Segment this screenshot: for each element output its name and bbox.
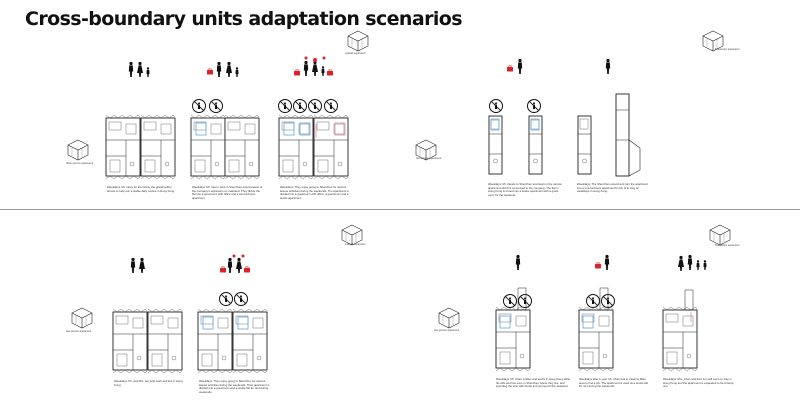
two-person-apartment-label-top: two-person apartment: [416, 157, 442, 160]
family-icon-top: [128, 61, 150, 77]
couple-icon-bottom: [130, 257, 145, 273]
traveler-family-icon-top: [206, 61, 239, 77]
two-person-apartment-label-bottom-left: two-person apartment: [66, 330, 92, 333]
page-title: Cross-boundary units adaptation scenario…: [25, 8, 463, 30]
traveler-icon-top-right: [506, 58, 523, 74]
caption-top-left-1: Weekdays: Mr. cares for the family, the …: [107, 185, 175, 193]
person-icon-top-right: [605, 58, 611, 74]
caption-bottom-left-1: Weekdays: Mr. and Mrs. are both work and…: [114, 379, 183, 387]
box-icon-three-person-top: [67, 139, 89, 161]
person-icon-bottom-right: [515, 254, 521, 270]
section-divider: [0, 209, 800, 210]
caption-top-left-2: Weekdays: Mr. has to work in Shenzhen no…: [192, 185, 263, 200]
caption-top-right-2: Weekdays: The Shenzhen extend and turn t…: [577, 182, 648, 193]
box-icon-lateral-top: [347, 30, 369, 52]
caption-top-right-1: Weekdays: Mr. travels to Shenzhen and st…: [488, 182, 562, 197]
family-icon-bottom-right: [678, 254, 707, 271]
caption-bottom-right-3: Weekdays: Mrs. Chan and their son will c…: [663, 377, 734, 388]
lateral-expansion-label: Lateral expansion: [345, 52, 366, 55]
telescopic-expansion-label: Telescopic expansion: [715, 48, 740, 51]
caption-bottom-left-2: Weekdays: They enjoy going to Shenzhen f…: [199, 379, 270, 394]
three-person-apartment-label: three-person apartment: [66, 162, 94, 165]
lateral-expansion-label-bottom: Lateral expansion: [345, 243, 366, 246]
travelers-couple-icon-bottom: [219, 254, 251, 273]
telescopic-expansion-label-bottom: Telescopic expansion: [715, 244, 740, 247]
caption-bottom-right-1: Weekdays: Mr. Chan studies and works in …: [496, 377, 570, 388]
two-person-apartment-label-bottom-right: two-person apartment: [434, 329, 460, 332]
travelers-family-icon-top: [293, 56, 334, 76]
caption-bottom-right-2: Weekdays after 1 year: Mr. Chan has to t…: [579, 377, 648, 388]
traveler-icon-bottom-right: [594, 254, 610, 270]
caption-top-left-3: Weekdays: They enjoy going to Shenzhen f…: [280, 185, 349, 200]
